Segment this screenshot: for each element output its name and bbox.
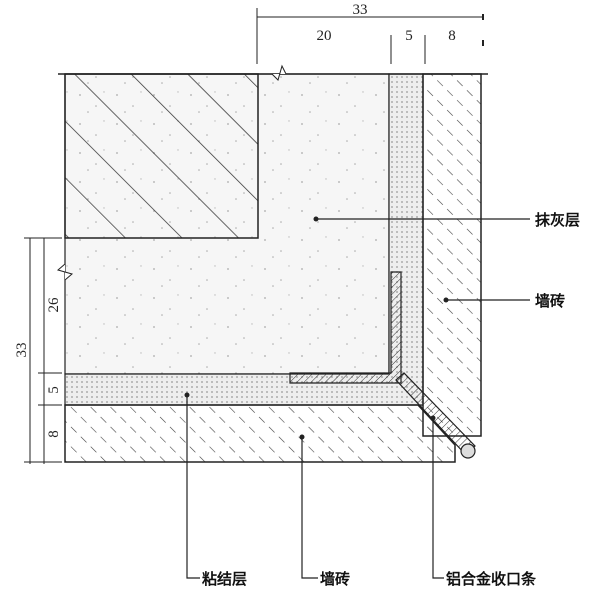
masonry-wall [64, 73, 259, 239]
aluminum-trim-angle [289, 271, 402, 384]
label-wall-tile-right: 墙砖 [535, 292, 565, 310]
leader-lines [186, 218, 530, 579]
leader-dots [184, 216, 449, 440]
top-dim-total: 33 [353, 2, 368, 18]
top-dim-segment-3: 8 [448, 28, 456, 44]
top-dim-segment-1: 20 [317, 28, 332, 44]
label-plaster: 抹灰层 [535, 211, 580, 229]
label-adhesive: 粘结层 [202, 570, 247, 588]
wall-tile-horizontal [64, 404, 456, 463]
top-dim-segment-2: 5 [405, 28, 413, 44]
top-dimension-lines [256, 8, 484, 64]
left-dimension-lines [24, 237, 62, 464]
aluminum-trim-bead [460, 443, 476, 459]
left-dim-total: 33 [14, 343, 30, 358]
label-wall-tile-bottom: 墙砖 [320, 570, 350, 588]
aluminum-trim-diagonal [395, 372, 476, 456]
label-aluminum-trim: 铝合金收口条 [446, 570, 537, 588]
left-dim-segment-1: 26 [46, 297, 62, 313]
break-mark-top [271, 64, 287, 81]
wall-tile-vertical [422, 73, 482, 437]
break-mark-left [56, 263, 74, 281]
left-dim-segment-3: 8 [46, 430, 62, 438]
left-dim-segment-2: 5 [46, 386, 62, 394]
